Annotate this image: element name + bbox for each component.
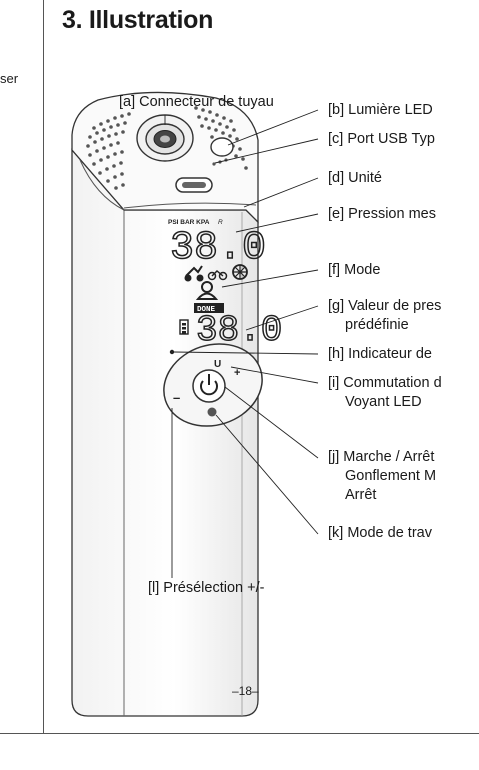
svg-text:R: R <box>218 219 223 226</box>
work-mode-icon <box>207 407 217 417</box>
label-unit: [d] Unité <box>328 170 382 186</box>
mode-caption-box: DONE <box>194 303 224 314</box>
label-usb-port: [c] Port USB Typ <box>328 131 435 147</box>
status-indicator-dot <box>169 349 175 355</box>
label-led-switch-line2: Voyant LED <box>345 394 422 410</box>
label-work-mode: [k] Mode de trav <box>328 525 432 541</box>
section-title: 3. Illustration <box>62 6 214 34</box>
label-preset-plus-minus: [l] Présélection +/- <box>148 580 265 596</box>
device-body <box>71 148 259 717</box>
vehicle-mode-icons <box>184 264 248 282</box>
label-preset-value: [g] Valeur de pres <box>328 298 442 314</box>
page-divider-vertical <box>43 0 44 733</box>
battery-icon <box>179 319 189 335</box>
person-mode-icon <box>195 281 219 300</box>
margin-text-fragment: ser <box>0 71 19 86</box>
svg-text:U: U <box>214 359 221 370</box>
label-power: [j] Marche / Arrêt <box>328 449 435 465</box>
label-mode: [f] Mode <box>328 262 381 278</box>
unit-legend: PSI BAR KPA <box>168 219 210 226</box>
hose-connector <box>136 114 194 162</box>
page-divider-horizontal <box>0 733 479 734</box>
svg-text:–: – <box>173 390 180 405</box>
label-power-line3: Arrêt <box>345 487 377 503</box>
mode-caption: DONE <box>197 306 216 314</box>
svg-text:+: + <box>234 367 240 379</box>
usb-c-port <box>175 177 213 193</box>
callout-leader-lines <box>164 109 319 578</box>
label-hose-connector: [a] Connecteur de tuyau <box>119 94 274 110</box>
power-button <box>192 369 226 403</box>
measured-digits: 38.0 <box>170 226 266 271</box>
label-preset-value-line2: prédéfinie <box>345 317 409 333</box>
label-indicator: [h] Indicateur de <box>328 346 432 362</box>
led-light <box>210 137 234 157</box>
label-measured-pressure: [e] Pression mes <box>328 206 436 222</box>
label-led-light: [b] Lumière LED <box>328 102 433 118</box>
page-number: –18– <box>232 684 259 698</box>
label-power-line2: Gonflement M <box>345 468 437 484</box>
measured-pressure-display: 38.0 <box>169 225 267 272</box>
label-led-switch: [i] Commutation d <box>328 375 442 391</box>
